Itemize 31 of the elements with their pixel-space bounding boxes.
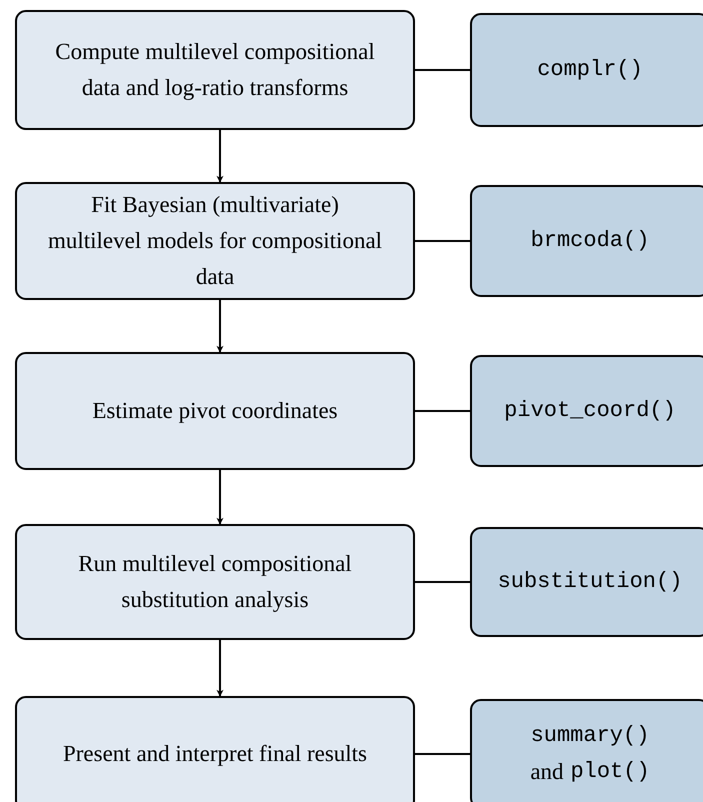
function-box [470, 13, 703, 127]
function-name: substitution() [498, 568, 682, 596]
connector-line [415, 69, 470, 71]
arrow [216, 130, 224, 183]
step-text: Present and interpret final results [62, 740, 368, 768]
step-text: and [530, 758, 564, 786]
process-box [15, 524, 415, 640]
process-box [15, 352, 415, 470]
process-box [15, 696, 415, 802]
connector-line [415, 581, 470, 583]
connector-line [415, 240, 470, 242]
arrow [216, 640, 224, 697]
function-name: brmcoda() [530, 227, 650, 255]
function-box [470, 699, 703, 802]
function-name: plot() [570, 758, 650, 786]
function-name: complr() [537, 56, 643, 84]
function-box [470, 185, 703, 297]
arrow [216, 300, 224, 353]
connector-line [415, 410, 470, 412]
arrow [216, 470, 224, 525]
connector-line [415, 753, 470, 755]
function-box [470, 527, 703, 637]
step-text: Estimate pivot coordinates [92, 397, 338, 425]
step-text: Compute multilevel compositional data and log-ratio transforms [54, 38, 376, 102]
process-box [15, 10, 415, 130]
function-name: summary() [530, 722, 650, 750]
step-text: Run multilevel compositional substitution analysis [77, 550, 353, 614]
function-box [470, 355, 703, 467]
process-box [15, 182, 415, 300]
step-text: Fit Bayesian (multivariate) multilevel models for compositional data [46, 191, 384, 291]
function-name: pivot_coord() [504, 397, 676, 425]
